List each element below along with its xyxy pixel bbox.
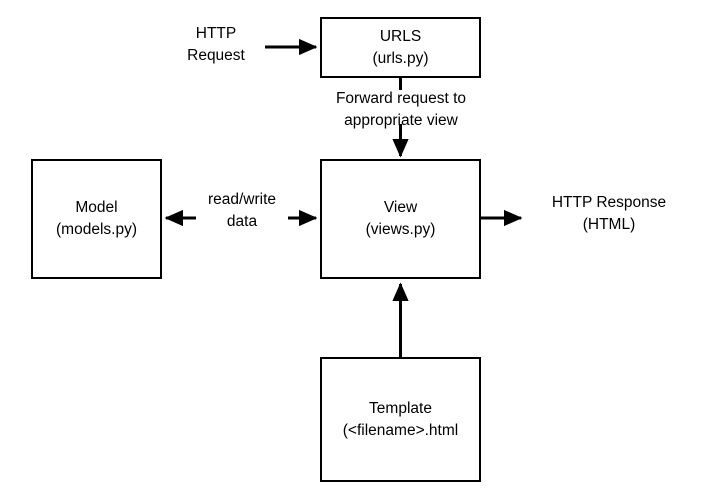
http-response-label: HTTP Response (HTML) (529, 192, 689, 236)
http-request-label: HTTP Request (168, 23, 264, 67)
forward-request-label: Forward request to appropriate view (319, 88, 483, 132)
model-node-subtitle: (models.py) (56, 221, 137, 238)
urls-node[interactable]: URLS (urls.py) (320, 17, 481, 78)
urls-node-subtitle: (urls.py) (372, 49, 429, 67)
read-write-data-label-line2: data (226, 213, 258, 230)
read-write-data-label-line1: read/write (207, 191, 277, 208)
model-node[interactable]: Model (models.py) (31, 159, 162, 279)
template-node[interactable]: Template (<filename>.html (320, 357, 481, 482)
read-write-data-label: read/write data (192, 189, 292, 233)
forward-request-label-line2: appropriate view (344, 112, 458, 129)
urls-node-title: URLS (379, 27, 422, 45)
view-node[interactable]: View (views.py) (320, 159, 481, 279)
view-node-subtitle: (views.py) (365, 221, 436, 238)
http-response-label-line2: (HTML) (582, 216, 636, 233)
template-node-subtitle: (<filename>.html (342, 421, 459, 439)
view-node-title: View (383, 199, 418, 216)
forward-request-label-line1: Forward request to (335, 90, 467, 107)
http-response-label-line1: HTTP Response (551, 194, 667, 211)
template-node-title: Template (369, 399, 432, 417)
http-request-label-line2: Request (187, 47, 245, 64)
model-node-title: Model (75, 199, 118, 216)
http-request-label-line1: HTTP (195, 25, 237, 42)
